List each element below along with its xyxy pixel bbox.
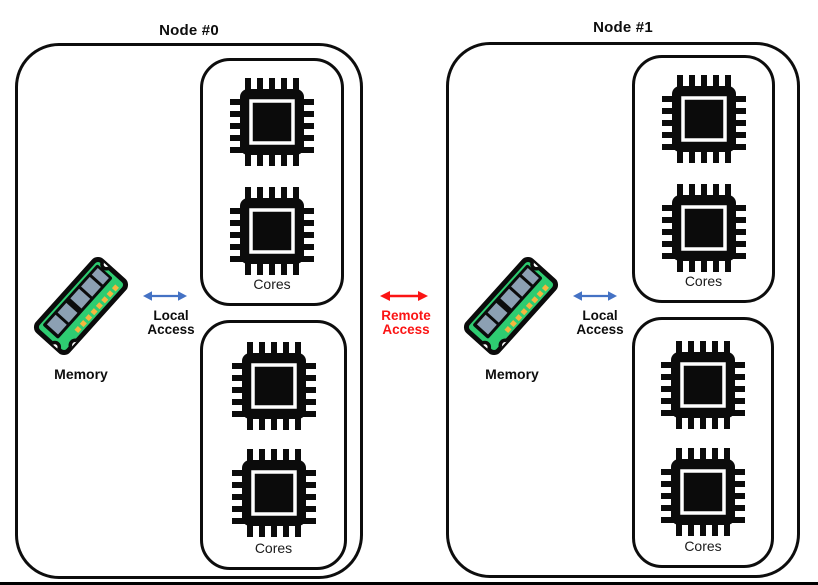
ram-stick-icon: [460, 253, 561, 358]
node1-boundary: [446, 42, 800, 578]
cpu-chip-icon: [230, 78, 314, 166]
remote-access-arrow-icon: [379, 289, 429, 303]
node1-memory-group: [461, 252, 561, 360]
local-access-line2: Access: [576, 322, 624, 337]
node1-memory-label: Memory: [485, 366, 539, 382]
node1-cores-group-1: Cores: [632, 55, 775, 303]
node0-memory-label: Memory: [54, 366, 108, 382]
bottom-edge-bar: [0, 582, 818, 585]
node0-title: Node #0: [159, 22, 219, 39]
cpu-chip-icon: [661, 341, 745, 429]
local-access-line1: Local: [582, 308, 618, 323]
node1-local-access-arrow-icon: [572, 290, 618, 302]
remote-access-line2: Access: [382, 322, 430, 337]
ram-stick-icon: [30, 253, 131, 358]
cpu-chip-icon: [661, 448, 745, 536]
cpu-chip-icon: [230, 187, 314, 275]
local-access-line2: Access: [147, 322, 195, 337]
node1-cores-group-2: Cores: [632, 317, 774, 568]
cpu-chip-icon: [231, 449, 316, 537]
node0-boundary: [15, 43, 363, 579]
cpu-chip-icon: [661, 75, 746, 163]
cpu-chip-icon: [231, 342, 316, 430]
remote-access-line1: Remote: [381, 308, 431, 323]
remote-access-label: Remote Access: [374, 309, 438, 337]
node1-cores-label-1: Cores: [684, 273, 723, 289]
node0-cores-label-2: Cores: [254, 540, 293, 556]
node1-cores-label-2: Cores: [684, 538, 722, 554]
node0-local-access-arrow-icon: [142, 290, 188, 302]
cpu-chip-icon: [661, 184, 746, 272]
node0-cores-label-1: Cores: [253, 276, 291, 292]
node0-local-access-label: Local Access: [141, 309, 201, 337]
node0-cores-group-2: Cores: [200, 320, 347, 570]
node0-memory-group: [31, 252, 131, 360]
node1-local-access-label: Local Access: [570, 309, 630, 337]
node1-title: Node #1: [593, 19, 653, 36]
local-access-line1: Local: [153, 308, 189, 323]
node0-cores-group-1: Cores: [200, 58, 344, 306]
